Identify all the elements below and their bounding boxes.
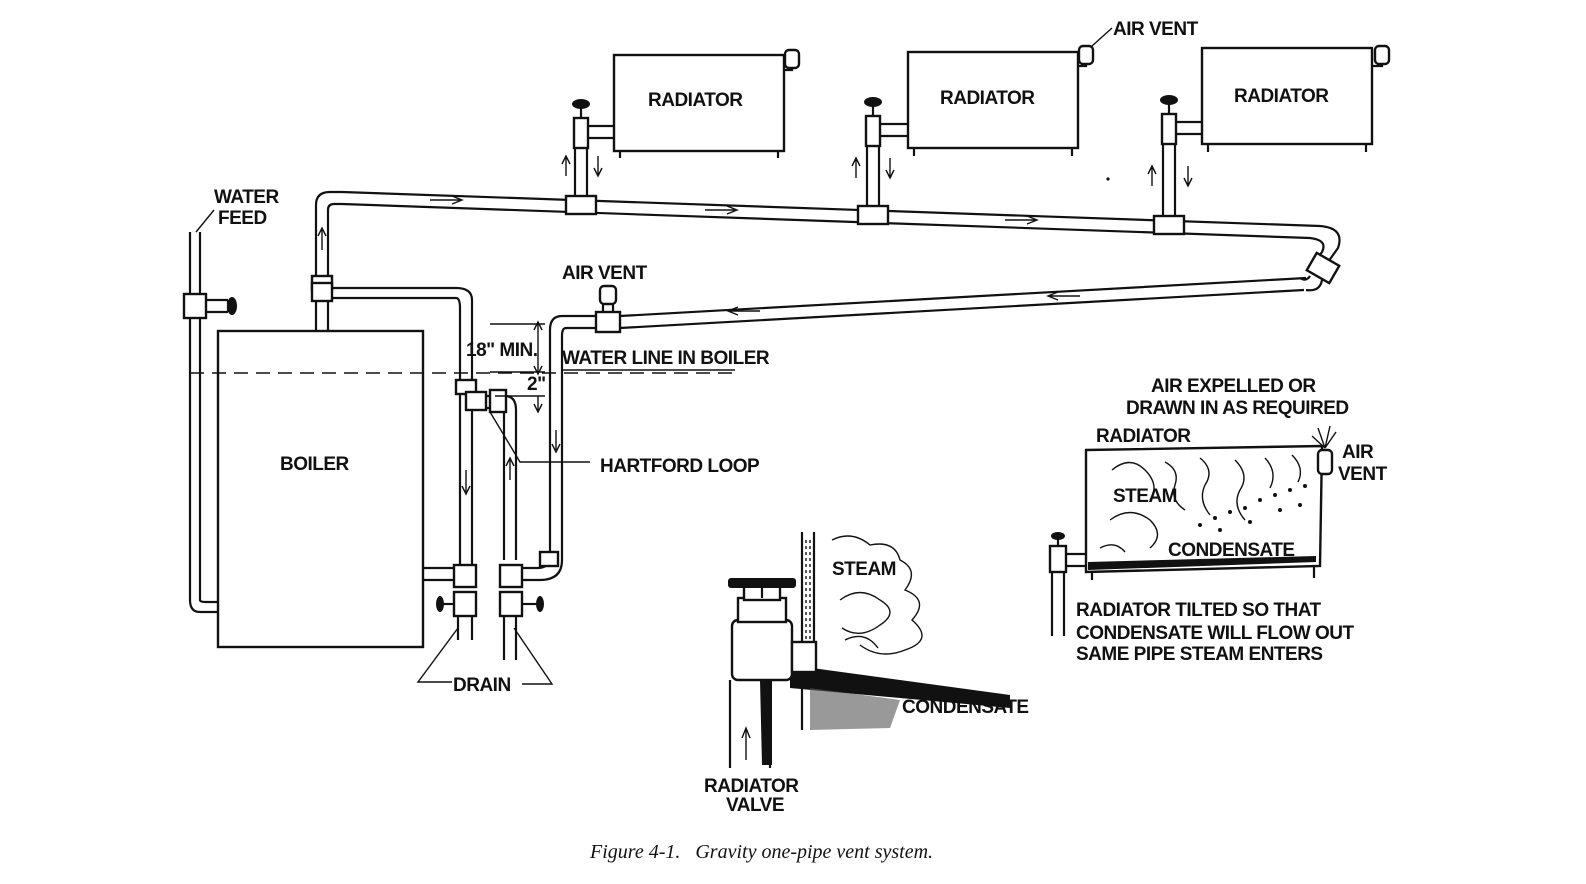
detail-valve-body-icon <box>730 618 794 682</box>
water-line-label: WATER LINE IN BOILER <box>562 348 770 369</box>
hartford-loop-leader <box>489 411 590 463</box>
radiator-3-air-vent-icon <box>1373 44 1391 66</box>
detail-valve-handle-icon <box>728 578 796 588</box>
radiator-2: RADIATOR <box>851 44 1095 226</box>
detail-condensate-fill <box>790 665 1010 708</box>
water-feed-leader <box>195 209 215 233</box>
radiator-3: RADIATOR <box>1147 44 1391 236</box>
boiler-body <box>216 329 425 649</box>
air-vent-top-leader <box>1091 27 1113 47</box>
inset-condensate-label: CONDENSATE <box>1168 540 1295 561</box>
inset-note-line3: SAME PIPE STEAM ENTERS <box>1076 644 1323 665</box>
radiator-2-air-vent-icon <box>1077 44 1095 66</box>
detail-steam-label: STEAM <box>832 559 896 580</box>
detail-valve-label-line2: VALVE <box>726 795 784 816</box>
detail-shading <box>810 688 900 730</box>
drain-label: DRAIN <box>453 675 511 696</box>
steam-supply-main <box>310 190 1341 331</box>
offset-dimension <box>495 395 545 414</box>
dry-return-main <box>520 276 1307 582</box>
radiator-2-label: RADIATOR <box>940 88 1035 109</box>
radiator-valve-detail <box>728 532 1010 768</box>
radiator-3-valve-icon <box>1160 112 1178 146</box>
inset-radiator-label: RADIATOR <box>1096 426 1191 447</box>
inset-vent-label-line2: VENT <box>1338 464 1388 485</box>
hartford-loop-label: HARTFORD LOOP <box>600 456 760 477</box>
water-feed-label-line1: WATER <box>214 187 279 208</box>
inset-air-vent-icon <box>1316 448 1334 476</box>
drain-callout <box>416 627 554 685</box>
boiler: BOILER <box>216 329 425 649</box>
tilted-radiator-inset <box>1048 425 1337 636</box>
inset-air-label-line1: AIR EXPELLED OR <box>1151 376 1316 397</box>
radiator-1-valve-icon <box>572 116 590 150</box>
inset-vent-label-line1: AIR <box>1342 442 1374 463</box>
air-vent-top-label: AIR VENT <box>1113 19 1199 40</box>
inset-air-label-line2: DRAWN IN AS REQUIRED <box>1126 398 1349 419</box>
min-height-dimension <box>490 320 545 376</box>
radiator-3-label: RADIATOR <box>1234 86 1329 107</box>
radiator-2-valve-icon <box>864 114 882 148</box>
figure-caption: Figure 4-1. Gravity one-pipe vent system… <box>589 841 933 863</box>
inset-steam-label: STEAM <box>1113 486 1177 507</box>
radiator-1-air-vent-icon <box>783 48 801 70</box>
radiator-1: RADIATOR <box>561 48 801 216</box>
offset-label: 2" <box>527 374 546 395</box>
min-height-label: 18" MIN. <box>466 340 538 361</box>
air-vent-return-label: AIR VENT <box>562 263 648 284</box>
inset-valve-icon <box>1048 544 1068 574</box>
inset-note-line2: CONDENSATE WILL FLOW OUT <box>1076 623 1354 644</box>
radiator-1-label: RADIATOR <box>648 90 743 111</box>
boiler-label: BOILER <box>280 454 350 475</box>
water-feed-pipe <box>182 232 237 614</box>
detail-condensate-label: CONDENSATE <box>902 697 1029 718</box>
inset-note-line1: RADIATOR TILTED SO THAT <box>1076 600 1322 621</box>
detail-valve-label-line1: RADIATOR <box>704 776 799 797</box>
speck <box>1106 177 1110 181</box>
water-feed-label-line2: FEED <box>218 208 267 229</box>
